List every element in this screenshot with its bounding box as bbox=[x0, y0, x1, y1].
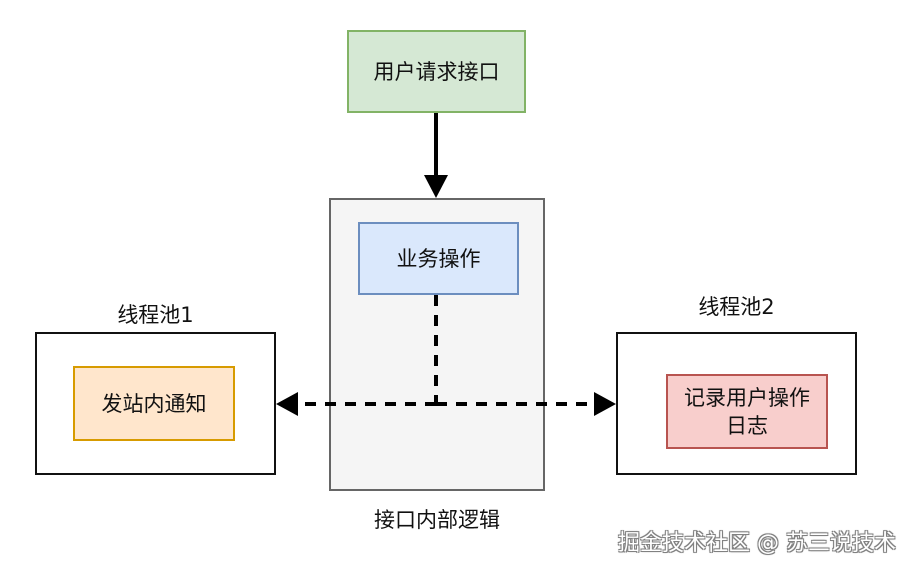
left-pool-title: 线程池1 bbox=[117, 303, 194, 327]
send-notification-node: 发站内通知 bbox=[73, 366, 235, 441]
right-pool-arrowhead bbox=[594, 392, 616, 416]
log-user-operation-node: 记录用户操作 日志 bbox=[666, 374, 828, 449]
log-user-operation-label-line2: 日志 bbox=[726, 413, 768, 438]
center-container-caption: 接口内部逻辑 bbox=[374, 508, 500, 532]
request-to-container-arrowhead bbox=[424, 175, 448, 198]
right-pool-title: 线程池2 bbox=[698, 295, 775, 319]
watermark-text: 掘金技术社区 @ 苏三说技术 bbox=[618, 531, 896, 556]
user-request-label: 用户请求接口 bbox=[373, 59, 500, 84]
send-notification-label: 发站内通知 bbox=[101, 391, 207, 416]
log-user-operation-label-line1: 记录用户操作 bbox=[684, 385, 810, 410]
business-operation-label: 业务操作 bbox=[396, 246, 481, 271]
user-request-node: 用户请求接口 bbox=[347, 30, 526, 113]
business-operation-node: 业务操作 bbox=[358, 222, 519, 295]
left-pool-arrowhead bbox=[276, 392, 298, 416]
